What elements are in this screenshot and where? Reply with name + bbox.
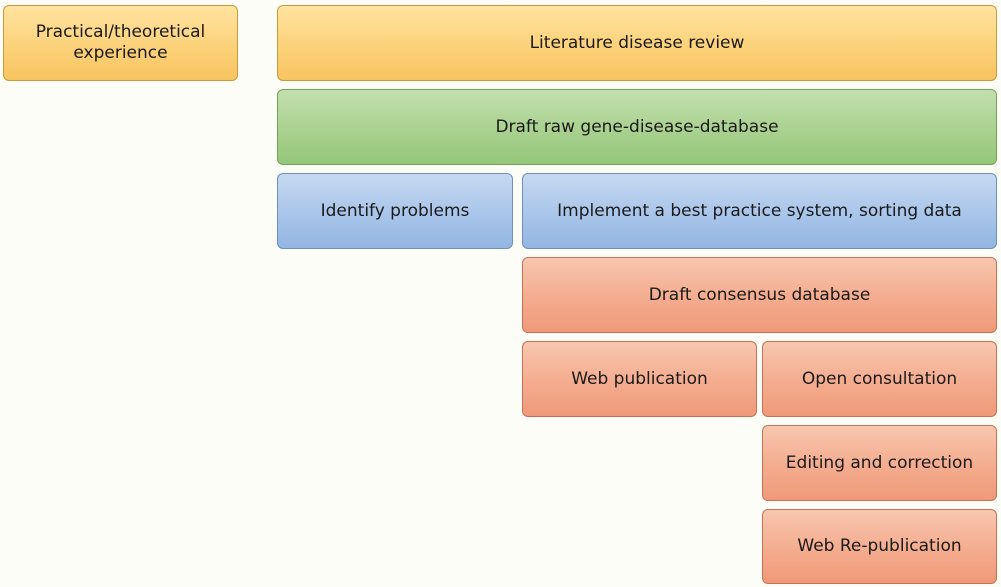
best-practice-system-box: Implement a best practice system, sortin…: [522, 173, 997, 249]
open-consultation-box: Open consultation: [762, 341, 997, 417]
practical-experience-label: Practical/theoretical experience: [35, 22, 206, 63]
open-consultation-label: Open consultation: [801, 368, 958, 389]
identify-problems-label: Identify problems: [320, 200, 470, 221]
draft-raw-database-box: Draft raw gene-disease-database: [277, 89, 997, 165]
literature-review-box: Literature disease review: [277, 5, 997, 81]
draft-consensus-box: Draft consensus database: [522, 257, 997, 333]
editing-correction-box: Editing and correction: [762, 425, 997, 501]
web-publication-box: Web publication: [522, 341, 757, 417]
practical-experience-box: Practical/theoretical experience: [3, 5, 238, 81]
web-republication-label: Web Re-publication: [797, 536, 962, 556]
editing-correction-label: Editing and correction: [785, 452, 974, 473]
draft-raw-database-label: Draft raw gene-disease-database: [495, 116, 779, 137]
literature-review-label: Literature disease review: [529, 32, 745, 53]
web-republication-box: Web Re-publication: [762, 509, 997, 584]
best-practice-system-label: Implement a best practice system, sortin…: [557, 200, 962, 221]
web-publication-label: Web publication: [571, 368, 708, 389]
identify-problems-box: Identify problems: [277, 173, 513, 249]
draft-consensus-label: Draft consensus database: [648, 284, 871, 305]
